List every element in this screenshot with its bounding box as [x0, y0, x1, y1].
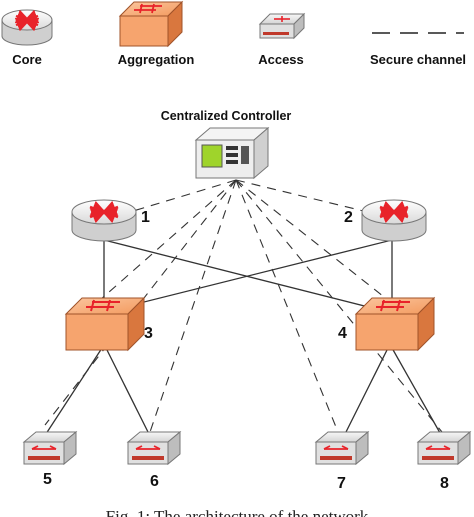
- access-switch-7: [314, 430, 370, 466]
- legend: Core Aggregation Access Secure channel: [1, 0, 466, 67]
- figure-caption: Fig. 1: The architecture of the network: [106, 507, 369, 517]
- link-4-8: [391, 347, 445, 441]
- node-label-2: 2: [344, 209, 353, 226]
- link-3-5: [41, 347, 103, 441]
- node-label-4: 4: [338, 325, 347, 342]
- link-2-3: [103, 239, 393, 313]
- legend-aggregation-label: Aggregation: [118, 52, 195, 67]
- secure-channel-controller-6: [149, 179, 237, 433]
- link-3-6: [105, 347, 153, 441]
- legend-access-icon: [258, 12, 306, 40]
- node-label-3: 3: [144, 325, 153, 342]
- access-switch-6: [126, 430, 182, 466]
- access-switch-8: [416, 430, 472, 466]
- secure-channel-controller-5: [44, 179, 237, 426]
- secure-channel-controller-3: [99, 179, 237, 301]
- aggregation-switch-3: [64, 296, 146, 352]
- legend-secure-channel-label: Secure channel: [370, 52, 466, 67]
- core-router-1: [71, 199, 137, 242]
- secure-channel-controller-4: [235, 179, 389, 301]
- node-label-8: 8: [440, 475, 449, 492]
- secure-channel-controller-7: [235, 179, 339, 433]
- access-switch-5: [22, 430, 78, 466]
- core-router-2: [361, 199, 427, 242]
- node-label-1: 1: [141, 209, 150, 226]
- physical-links: [41, 239, 445, 441]
- controller-icon: [194, 126, 270, 180]
- controller-label: Centralized Controller: [161, 109, 292, 123]
- node-label-7: 7: [337, 475, 346, 492]
- secure-channel-controller-1: [119, 179, 237, 216]
- secure-channels: [44, 179, 443, 433]
- legend-core-label: Core: [12, 52, 42, 67]
- legend-aggregation-icon: [118, 0, 184, 48]
- node-label-6: 6: [150, 473, 159, 490]
- link-4-7: [341, 347, 389, 441]
- aggregation-switch-4: [354, 296, 436, 352]
- secure-channel-controller-2: [235, 179, 381, 216]
- legend-access-label: Access: [258, 52, 304, 67]
- node-label-5: 5: [43, 471, 52, 488]
- secure-channel-controller-8: [235, 179, 443, 433]
- legend-core-icon: [1, 9, 53, 46]
